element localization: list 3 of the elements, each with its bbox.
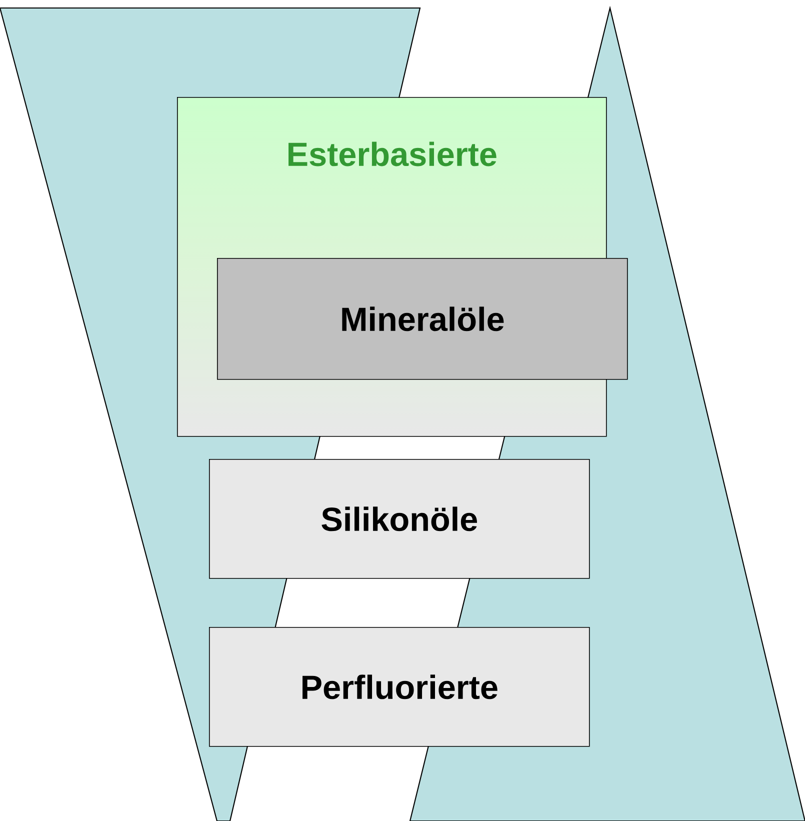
category-box: Silikonöle xyxy=(209,459,590,579)
category-box: Perfluorierte xyxy=(209,627,590,747)
category-box: Mineralöle xyxy=(217,258,628,380)
